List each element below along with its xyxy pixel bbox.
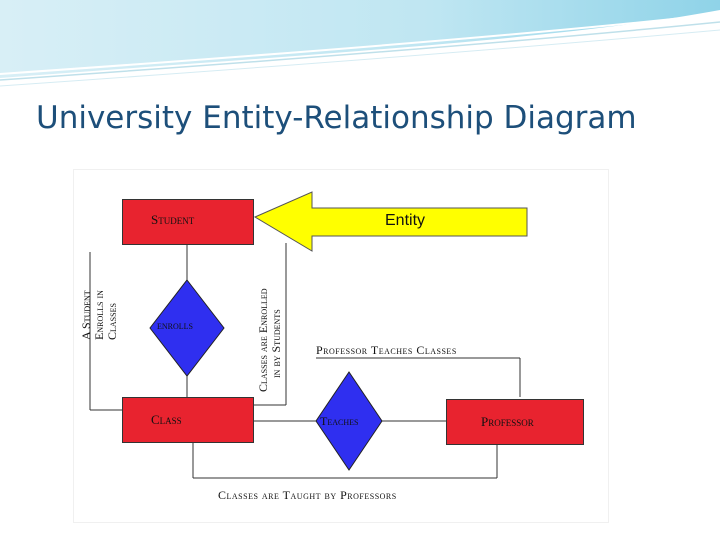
student-enrolls-line-3: Classes (105, 303, 119, 340)
classes-enrolled-annotation: Classes are Enrolled in by Students (256, 288, 283, 392)
professor-entity: Professor (446, 399, 584, 445)
classes-taught-caption: Classes are Taught by Professors (218, 488, 397, 502)
student-enrolls-annotation: A Student Enrolls in Classes (79, 290, 119, 340)
student-entity-label: Student (151, 212, 195, 227)
enrolls-relationship-diamond (149, 279, 225, 377)
enrolls-label: enrolls (157, 318, 193, 332)
page-title: University Entity-Relationship Diagram (36, 100, 637, 136)
professor-teaches-caption: Professor Teaches Classes (316, 343, 457, 357)
classes-enrolled-line-2: in by Students (269, 309, 283, 378)
entity-callout-arrow (253, 191, 528, 252)
header-wave-decoration (0, 0, 720, 87)
teaches-label: Teaches (320, 414, 359, 428)
class-entity: Class (122, 397, 254, 443)
professor-entity-label: Professor (481, 414, 534, 429)
entity-callout-label: Entity (385, 212, 426, 229)
class-entity-label: Class (151, 412, 182, 427)
teaches-relationship-diamond (315, 371, 383, 471)
student-entity: Student (122, 199, 254, 245)
